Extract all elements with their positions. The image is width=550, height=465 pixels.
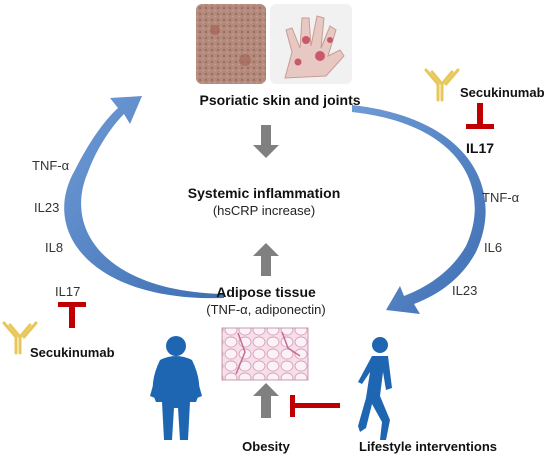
up-arrow-from-adipose (253, 243, 279, 276)
up-arrow-from-obesity (253, 383, 279, 418)
right-cytokine-il23: IL23 (452, 283, 478, 298)
inhibition-bar-icon (466, 103, 494, 129)
person-silhouette-icon (358, 337, 392, 440)
down-arrow-to-inflammation (253, 125, 279, 158)
systemic-inflammation-title: Systemic inflammation (187, 185, 341, 201)
right-cytokine-il6: IL6 (484, 240, 503, 255)
person-silhouette-icon (150, 336, 202, 440)
antibody-icon (424, 68, 460, 102)
psoriatic-skin-label: Psoriatic skin and joints (199, 92, 361, 108)
right-cytokine-tnf: TNF-α (482, 190, 520, 205)
systemic-inflammation-subtitle: (hsCRP increase) (212, 203, 316, 218)
left-cytokine-tnf: TNF-α (32, 158, 70, 173)
right-secukinumab-label: Secukinumab (460, 85, 545, 100)
adipose-tissue-photo (221, 327, 309, 381)
antibody-icon (2, 321, 38, 355)
left-cytokine-il23: IL23 (34, 200, 60, 215)
left-secukinumab-label: Secukinumab (30, 345, 115, 360)
adipose-tissue-subtitle: (TNF-α, adiponectin) (206, 302, 326, 317)
right-il17-label: IL17 (466, 140, 495, 156)
lifestyle-inhibition-icon (290, 395, 340, 417)
obesity-label: Obesity (242, 439, 290, 454)
adipose-tissue-title: Adipose tissue (216, 284, 316, 300)
left-cytokine-il17: IL17 (55, 284, 81, 299)
inhibition-bar-icon (58, 302, 86, 328)
psoriatic-hand-photo (270, 4, 352, 84)
left-cytokine-il8: IL8 (45, 240, 64, 255)
lifestyle-interventions-label: Lifestyle interventions (359, 439, 497, 454)
psoriatic-skin-photo (196, 4, 266, 84)
